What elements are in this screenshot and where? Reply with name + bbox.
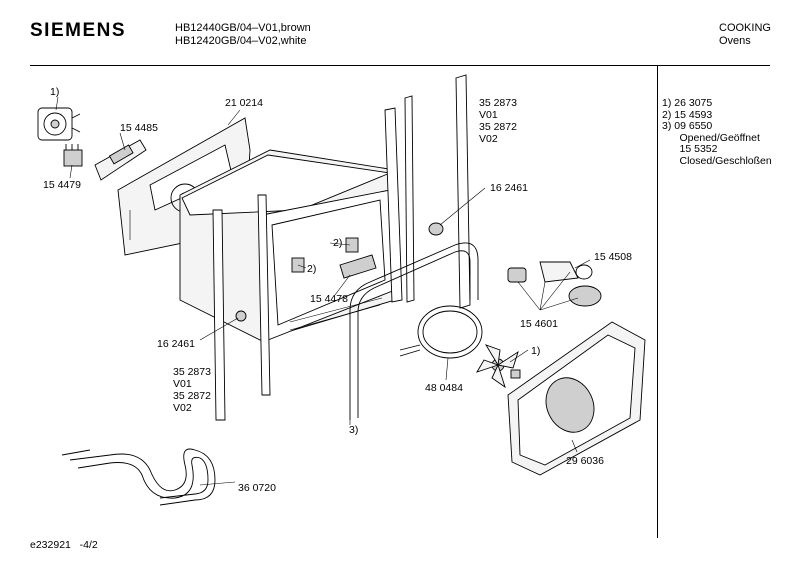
plug-left-part [235,310,247,322]
header-divider [30,65,770,66]
callout-label: 15 4601 [520,318,558,330]
legend-item: 15 5352 [662,143,718,155]
callout-label: 2) [307,263,316,275]
brand-logo: SIEMENS [30,20,127,41]
callout-label: V02 [173,402,192,414]
leader-lines [55,96,591,486]
bracket-part [94,139,147,181]
callout-label: 21 0214 [225,97,263,109]
legend-item: 1) 26 3075 [662,97,713,109]
circular-heater-part [399,305,483,359]
callout-label: 48 0484 [425,382,463,394]
callout-label: 16 2461 [490,182,528,194]
fan-motor-part [37,107,81,141]
callout-label: 16 2461 [157,338,195,350]
legend-item: 3) 09 6550 [662,120,713,132]
callout-label: 2) [333,237,342,249]
legend-item: Closed/Geschloßen [662,154,772,167]
callout-label: 1) [531,345,540,357]
callout-label: 36 0720 [238,482,276,494]
callout-label: 35 2873 [479,97,517,109]
subcategory-label: Ovens [719,35,751,47]
callout-label: 15 4485 [120,122,158,134]
model-line-2: HB12420GB/04–V02,white [175,35,307,47]
callout-label: 3) [349,424,358,436]
grill-element-part [61,448,216,506]
callout-label: V01 [479,109,498,121]
callout-label: V01 [173,378,192,390]
callout-label: 1) [50,86,59,98]
callout-label: 29 6036 [566,455,604,467]
model-line-1: HB12440GB/04–V01,brown [175,22,311,34]
lamp-bracket-part [291,237,377,279]
callout-label: 15 4479 [43,179,81,191]
legend-item: Opened/Geöffnet [662,131,760,144]
oven-cavity-part [179,149,396,341]
legend-item: 2) 15 4593 [662,108,713,121]
callout-label: 35 2873 [173,366,211,378]
callout-label: 35 2872 [173,390,211,402]
side-rail-left-part [212,194,271,421]
callout-label: 15 4478 [310,293,348,305]
side-rail-right-part [384,74,471,309]
document-id: e232921 -4/2 [30,539,98,551]
switch-part [63,144,83,167]
callout-label: 15 4508 [594,251,632,263]
fan-cover-part [507,321,646,476]
callout-label: V02 [479,133,498,145]
category-label: COOKING [719,22,771,34]
door-seal-part [349,242,479,420]
parts-legend: 1) 26 3075 2) 15 4593 3) 09 6550 Opened/… [662,97,772,167]
lamp-part [507,261,602,307]
plug-right-part [428,222,444,236]
fan-wheel-part [476,344,521,389]
callout-label: 35 2872 [479,121,517,133]
legend-divider [657,66,658,538]
